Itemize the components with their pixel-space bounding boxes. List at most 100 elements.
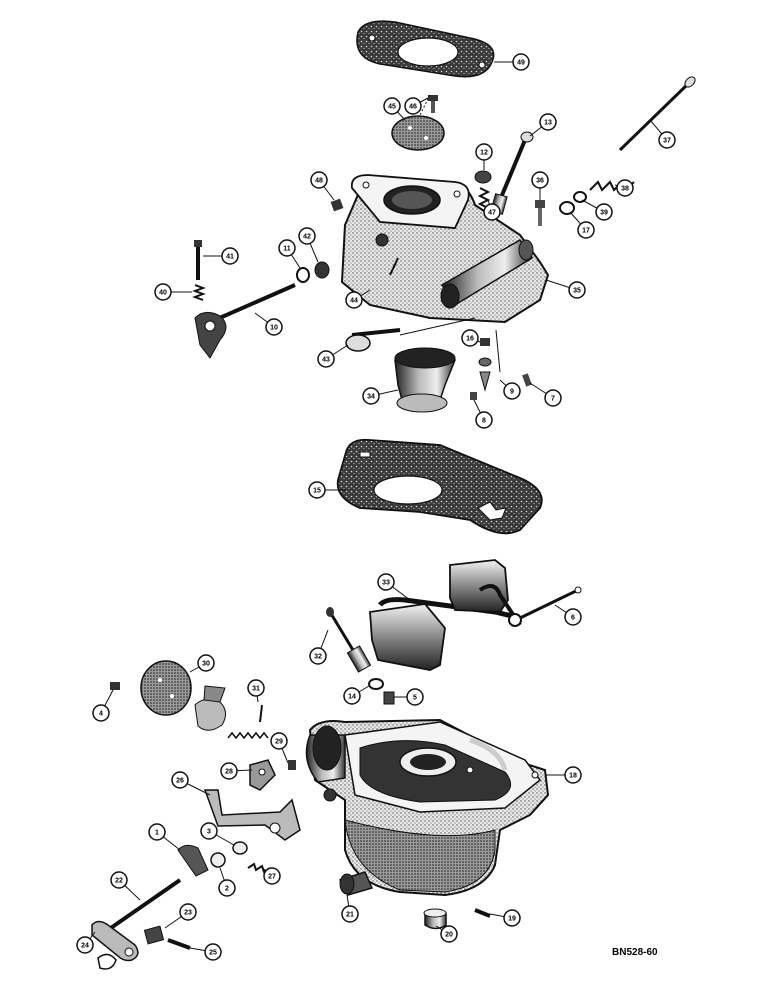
callout-badge <box>148 823 166 841</box>
callout-23: 23 <box>164 903 197 929</box>
top-gasket <box>356 20 495 78</box>
float-needle <box>326 607 372 673</box>
callout-number: 33 <box>382 580 390 587</box>
callout-45: 45 <box>383 97 406 121</box>
callout-35: 35 <box>545 279 586 299</box>
callout-12: 12 <box>475 143 493 170</box>
callout-badge <box>197 654 215 672</box>
callout-16: 16 <box>461 329 481 347</box>
callout-number: 17 <box>582 228 590 235</box>
callout-39: 39 <box>581 199 613 221</box>
callout-17: 17 <box>569 211 595 239</box>
callout-badge <box>577 221 595 239</box>
callout-number: 39 <box>600 210 608 217</box>
callout-number: 40 <box>159 290 167 297</box>
callout-number: 5 <box>413 695 417 702</box>
callout-badge <box>265 318 283 336</box>
callout-badge <box>154 283 172 301</box>
callout-10: 10 <box>254 312 283 336</box>
callout-18: 18 <box>546 766 582 784</box>
callout-31: 31 <box>247 679 265 703</box>
callout-number: 4 <box>99 711 103 718</box>
callout-number: 18 <box>569 773 577 780</box>
callout-number: 11 <box>283 246 291 253</box>
callout-number: 49 <box>517 60 525 67</box>
callout-badge <box>110 871 128 889</box>
callout-badge <box>483 203 501 221</box>
callout-badge <box>440 925 458 943</box>
callout-badge <box>278 239 296 257</box>
callout-number: 25 <box>209 950 217 957</box>
venturi <box>394 347 456 413</box>
callout-number: 15 <box>313 488 321 495</box>
callout-badge <box>200 822 218 840</box>
callout-3: 3 <box>200 822 235 846</box>
callout-40: 40 <box>154 283 192 301</box>
callout-number: 35 <box>573 288 581 295</box>
callout-badge <box>503 909 521 927</box>
callout-number: 10 <box>270 325 278 332</box>
callout-48: 48 <box>310 171 335 201</box>
callout-number: 45 <box>388 104 396 111</box>
callout-badge <box>383 97 401 115</box>
choke-spring <box>227 704 269 740</box>
callout-badge <box>503 382 521 400</box>
callout-number: 7 <box>551 396 555 403</box>
callout-badge <box>531 171 549 189</box>
callout-number: 19 <box>508 916 516 923</box>
callout-badge <box>92 704 110 722</box>
callout-badge <box>406 688 424 706</box>
callout-badge <box>247 679 265 697</box>
callout-badge <box>658 131 676 149</box>
callout-21: 21 <box>341 894 359 923</box>
callout-badge <box>568 281 586 299</box>
float-bowl <box>305 718 550 897</box>
callout-33: 33 <box>377 573 411 601</box>
callout-30: 30 <box>189 654 215 673</box>
callout-number: 42 <box>303 234 311 241</box>
callout-badge <box>179 903 197 921</box>
choke-screw <box>110 682 120 690</box>
throttle-body <box>340 174 550 324</box>
callout-badge <box>461 329 479 347</box>
callout-43: 43 <box>317 344 349 368</box>
callout-number: 27 <box>268 874 276 881</box>
lower-small-parts <box>91 841 491 970</box>
callout-41: 41 <box>203 247 239 265</box>
callout-2: 2 <box>218 867 236 897</box>
callout-badge <box>345 291 363 309</box>
callout-number: 44 <box>350 298 358 305</box>
callout-badge <box>220 762 238 780</box>
callout-49: 49 <box>494 53 530 71</box>
callout-27: 27 <box>259 865 281 885</box>
callout-number: 47 <box>488 210 496 217</box>
callout-number: 48 <box>315 178 323 185</box>
callout-number: 43 <box>322 357 330 364</box>
callout-25: 25 <box>189 943 222 961</box>
callout-badge <box>171 771 189 789</box>
callout-20: 20 <box>435 925 458 943</box>
callout-badge <box>564 766 582 784</box>
callout-number: 38 <box>621 186 629 193</box>
callout-badge <box>76 936 94 954</box>
callout-number: 3 <box>207 829 211 836</box>
float-assembly <box>369 559 582 671</box>
callout-4: 4 <box>92 689 114 722</box>
callout-number: 8 <box>482 418 486 425</box>
callout-badge <box>475 143 493 161</box>
callout-number: 20 <box>445 932 453 939</box>
callout-number: 32 <box>314 654 322 661</box>
callout-37: 37 <box>649 119 676 149</box>
callout-19: 19 <box>489 909 521 927</box>
callout-number: 23 <box>184 910 192 917</box>
callout-29: 29 <box>270 732 289 764</box>
callout-number: 46 <box>409 104 417 111</box>
callout-badge <box>204 943 222 961</box>
callout-46: 46 <box>404 97 429 115</box>
callout-number: 12 <box>480 150 488 157</box>
callout-badge <box>221 247 239 265</box>
callout-47: 47 <box>483 199 501 221</box>
callout-badge <box>270 732 288 750</box>
callout-36: 36 <box>531 171 549 200</box>
